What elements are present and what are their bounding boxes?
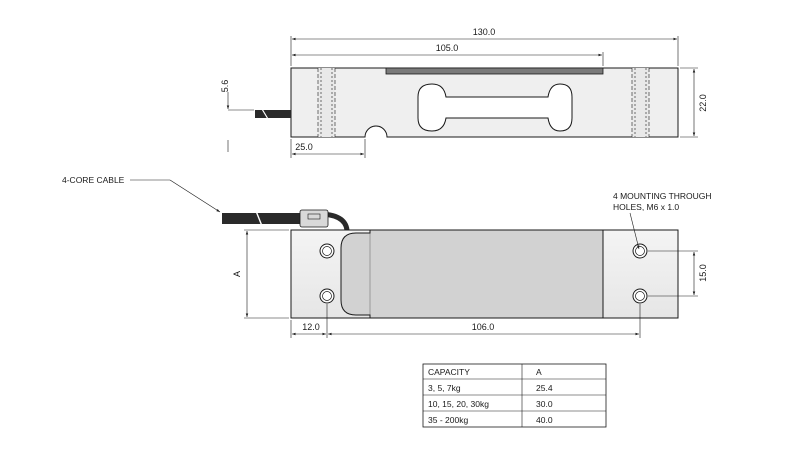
top-view: 4-CORE CABLE 4 MOUNTING THROUGH HOLES, M… <box>62 175 712 338</box>
table-header-capacity: CAPACITY <box>428 367 470 377</box>
table-cell: 40.0 <box>536 415 553 425</box>
dim-hole-edge: 12.0 <box>302 322 320 332</box>
capacity-table: CAPACITY A 3, 5, 7kg 25.4 10, 15, 20, 30… <box>422 363 607 428</box>
dim-hole-distance: 106.0 <box>472 322 495 332</box>
table-header-a: A <box>536 367 542 377</box>
table-cell: 3, 5, 7kg <box>428 383 461 393</box>
top-recess <box>385 67 604 75</box>
cable-clamp <box>299 209 329 228</box>
mounting-hole <box>319 288 335 304</box>
holes-leader <box>629 212 640 250</box>
mounting-hole <box>632 288 648 304</box>
holes-label-line1: 4 MOUNTING THROUGH <box>613 191 712 201</box>
cable-leader <box>169 179 221 213</box>
dim-overall-length: 130.0 <box>473 27 496 37</box>
bone-cutout <box>417 83 573 132</box>
cable-label: 4-CORE CABLE <box>62 175 125 185</box>
dim-recess-length: 105.0 <box>436 43 459 53</box>
dim-height: 22.0 <box>698 94 708 112</box>
dim-notch-offset: 25.0 <box>295 142 313 152</box>
top-view-cable <box>222 209 350 231</box>
table-cell: 35 - 200kg <box>428 415 468 425</box>
mounting-holes <box>319 243 648 304</box>
side-view-cable <box>255 108 291 120</box>
dim-hole-spacing: 15.0 <box>698 264 708 282</box>
mounting-hole <box>319 243 335 259</box>
holes-label-line2: HOLES, M6 x 1.0 <box>613 202 679 212</box>
side-view-threaded-holes <box>317 68 650 137</box>
table-cell: 25.4 <box>536 383 553 393</box>
table-cell: 30.0 <box>536 399 553 409</box>
table-cell: 10, 15, 20, 30kg <box>428 399 489 409</box>
side-view: 130.0 105.0 22.0 5.6 25.0 <box>220 27 708 158</box>
dim-cable-offset: 5.6 <box>220 80 230 93</box>
dim-width-symbol: A <box>232 271 242 277</box>
strain-gauge-cover <box>340 229 604 319</box>
mounting-hole <box>632 243 648 259</box>
